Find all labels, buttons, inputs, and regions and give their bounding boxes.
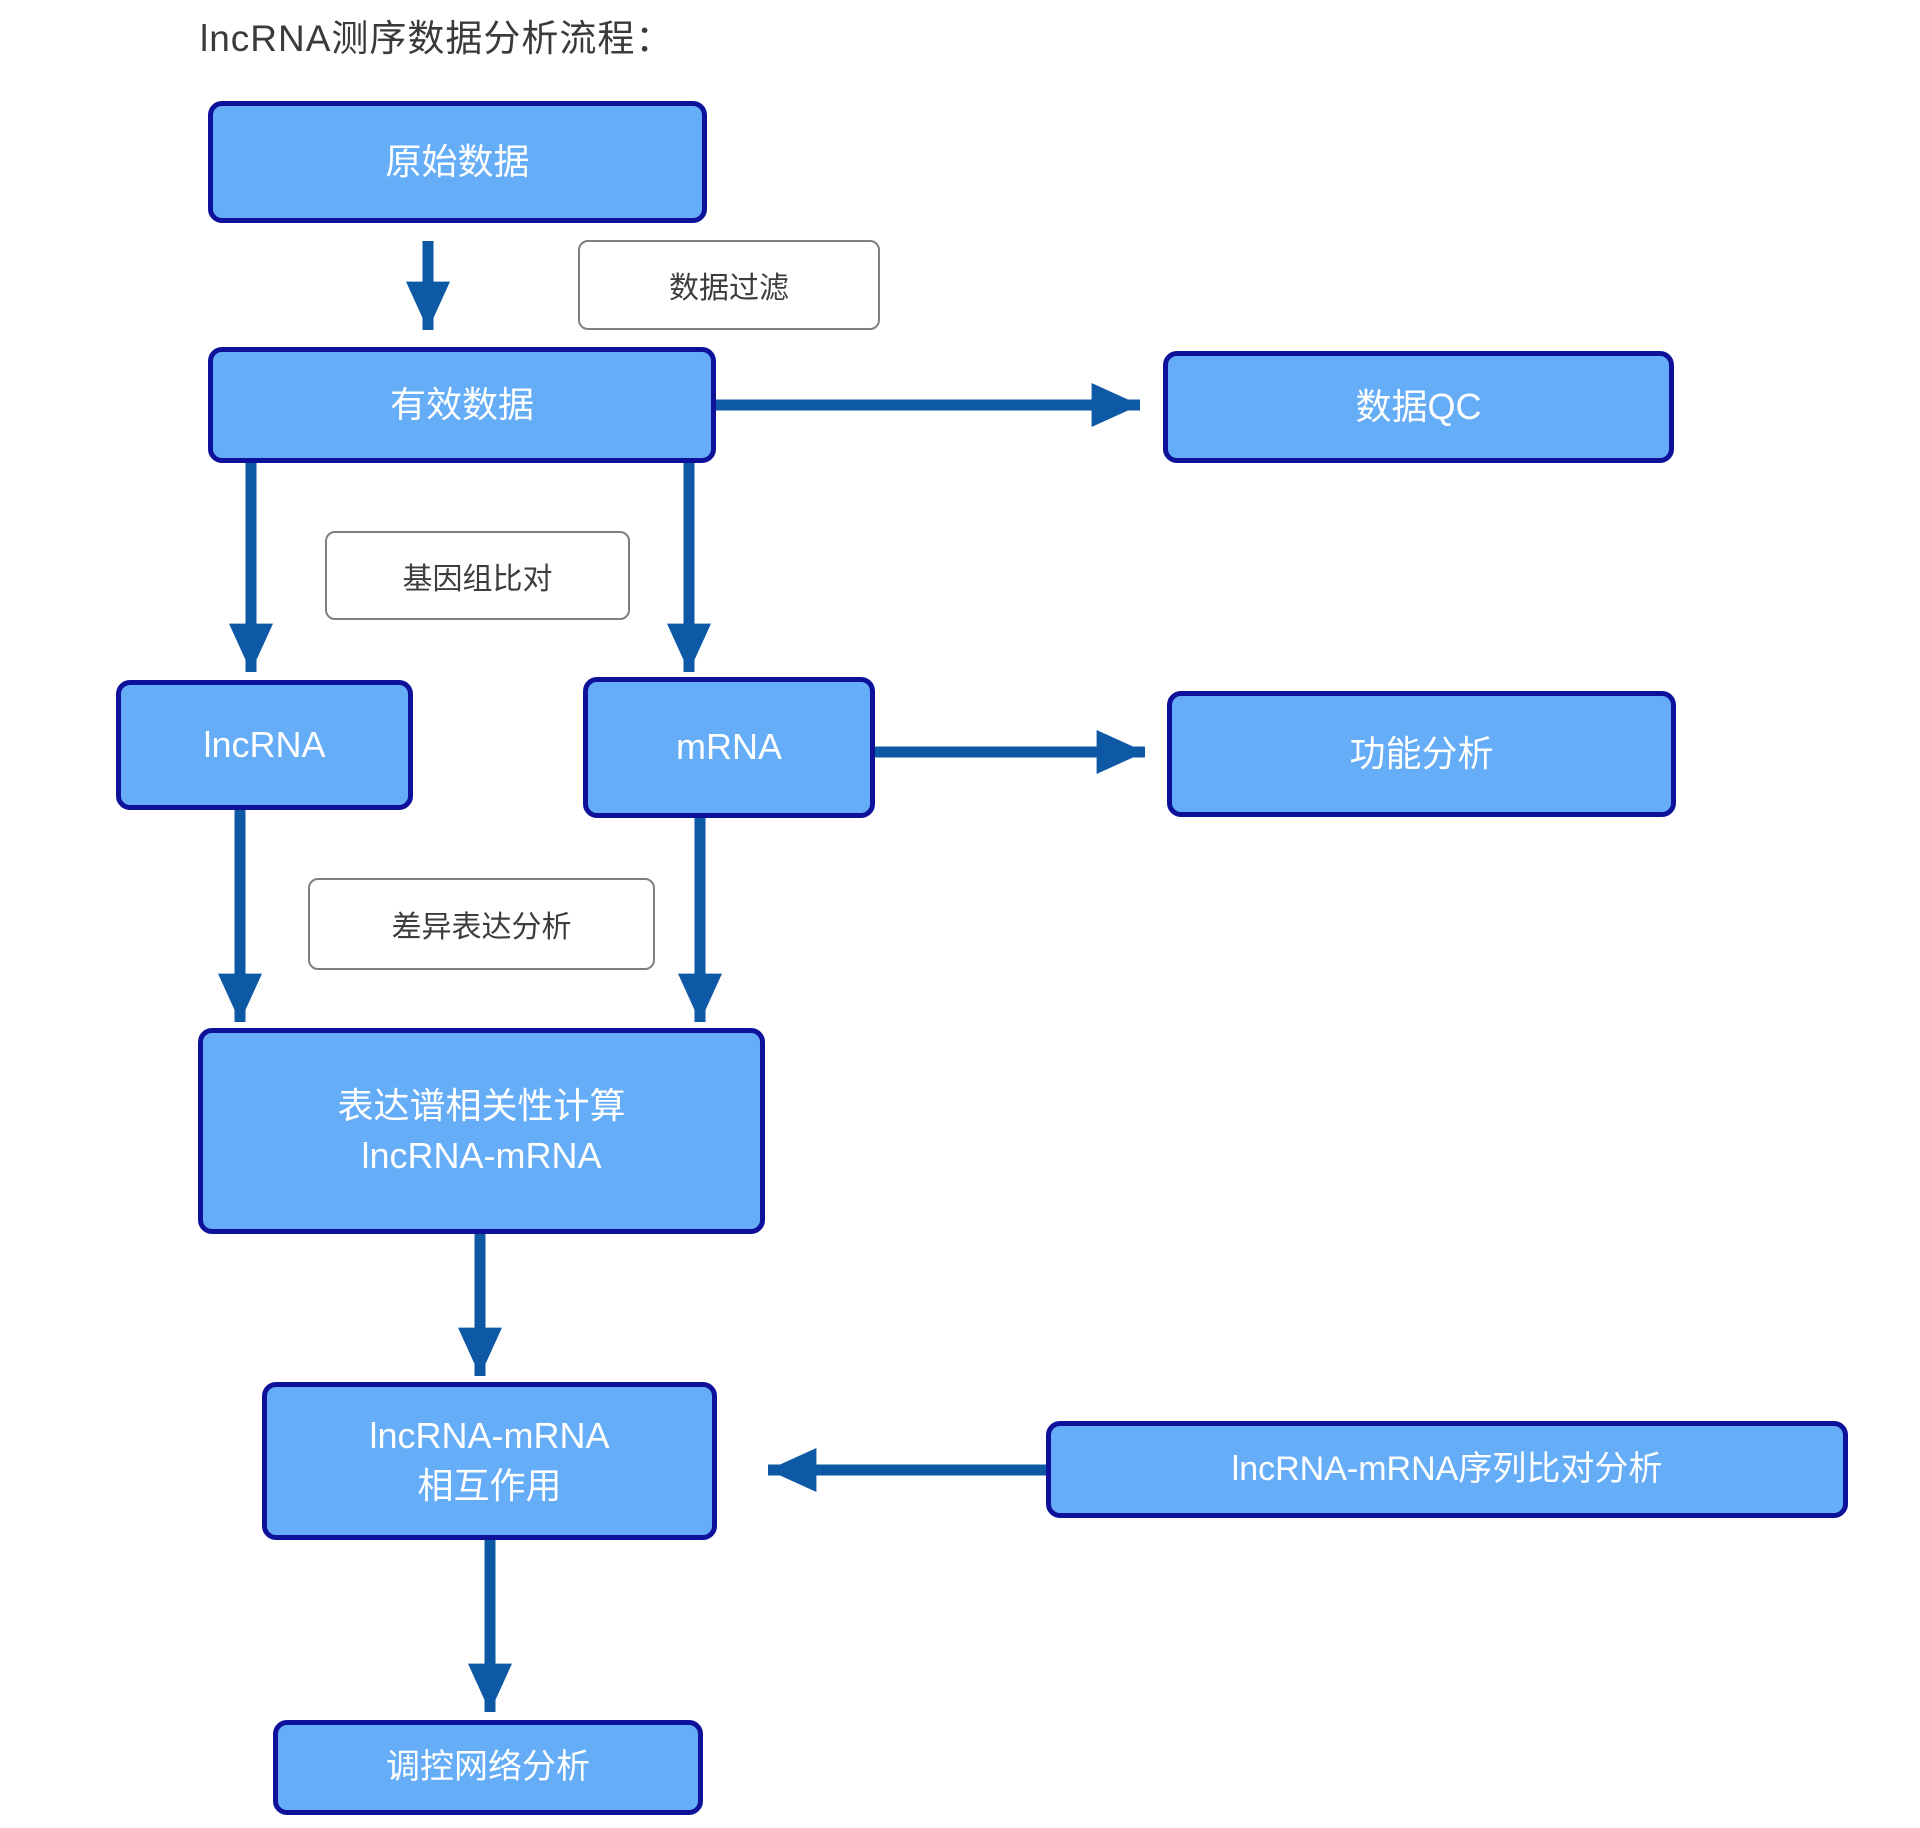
node-functional-analysis: 功能分析 <box>1167 691 1676 817</box>
node-expression-correlation: 表达谱相关性计算 lncRNA-mRNA <box>198 1028 765 1234</box>
node-sequence-alignment-analysis: lncRNA-mRNA序列比对分析 <box>1046 1421 1848 1518</box>
node-lncrna: lncRNA <box>116 680 413 810</box>
process-label-differential-expression: 差异表达分析 <box>308 878 655 970</box>
node-regulatory-network-analysis: 调控网络分析 <box>273 1720 703 1815</box>
node-data-qc: 数据QC <box>1163 351 1674 463</box>
node-valid-data: 有效数据 <box>208 347 716 463</box>
node-mrna: mRNA <box>583 677 875 818</box>
node-lncrna-mrna-interaction: lncRNA-mRNA 相互作用 <box>262 1382 717 1540</box>
node-raw-data: 原始数据 <box>208 101 707 223</box>
process-label-data-filter: 数据过滤 <box>578 240 880 330</box>
page-title: lncRNA测序数据分析流程： <box>200 18 674 59</box>
process-label-genome-alignment: 基因组比对 <box>325 531 630 620</box>
